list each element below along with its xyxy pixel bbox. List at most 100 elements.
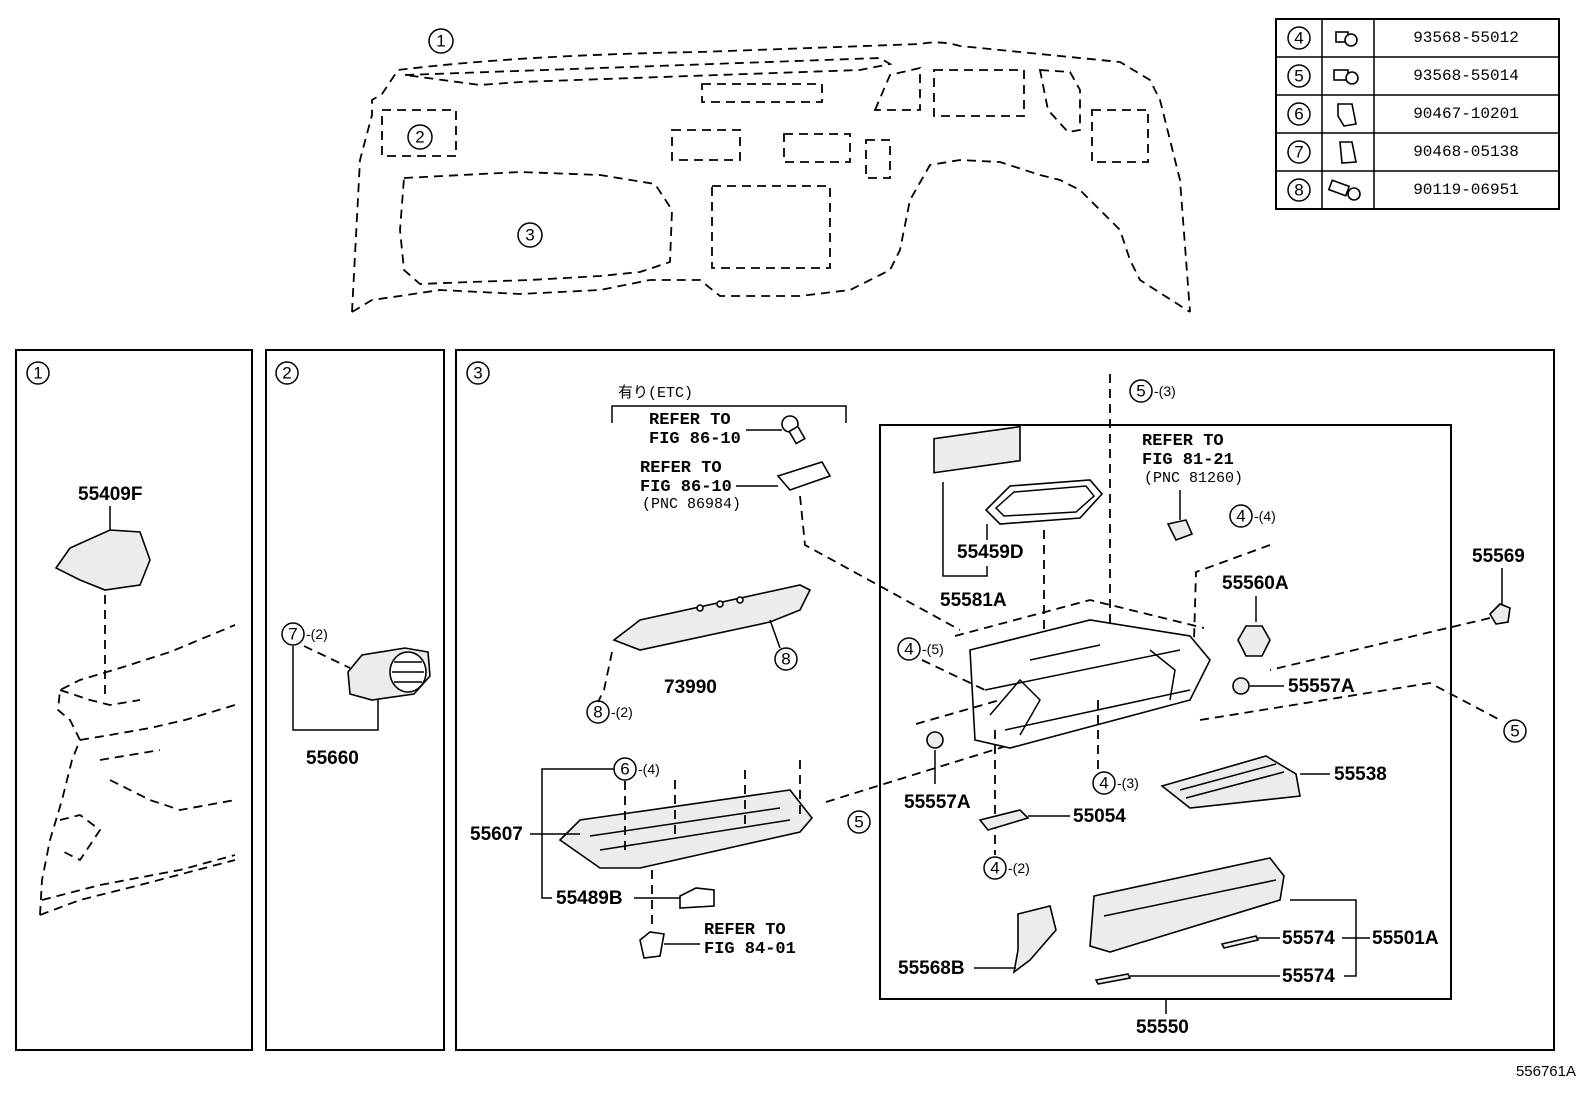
illustration-code: 556761A xyxy=(1516,1063,1576,1080)
callout-4-qty2: 4 -(2) xyxy=(983,856,1030,880)
detail-panel-1: 1 55409F xyxy=(15,349,253,1051)
overview-callout-1 xyxy=(428,28,454,54)
svg-text:4: 4 xyxy=(904,640,913,659)
panel-1-ref: 1 xyxy=(33,364,42,383)
panel-1-frame xyxy=(15,349,253,1051)
part-55574-b xyxy=(1094,973,1132,985)
panel-lower-edge xyxy=(351,159,1191,313)
audio-unit-outline xyxy=(711,185,831,269)
part-55557A-right xyxy=(1232,677,1250,695)
part-55660 xyxy=(347,647,431,701)
flange-bolt-icon xyxy=(1333,69,1359,85)
svg-text:8: 8 xyxy=(781,650,790,669)
overview-callout-1-label: 1 xyxy=(436,32,445,51)
detail-panel-2: 2 7 -(2) 55660 xyxy=(265,349,445,1051)
right-side-outline xyxy=(1038,69,1081,133)
leader-55660 xyxy=(292,646,379,731)
leader-55581A xyxy=(942,482,988,577)
svg-text:-(2): -(2) xyxy=(611,704,633,720)
fastener-part-number: 90119-06951 xyxy=(1413,181,1519,199)
svg-text:5: 5 xyxy=(1136,382,1145,401)
callout-5: 5 xyxy=(1503,719,1527,743)
part-55607 xyxy=(558,789,814,869)
part-label-55459D: 55459D xyxy=(957,542,1024,563)
etc-bolt xyxy=(781,415,806,445)
svg-text:7: 7 xyxy=(288,625,297,644)
instrument-panel-overview: 1 2 3 xyxy=(351,28,1191,313)
svg-text:-(5): -(5) xyxy=(922,641,944,657)
panel-2-frame xyxy=(265,349,445,1051)
part-55501A xyxy=(1089,857,1285,953)
part-label-55574-a: 55574 xyxy=(1282,928,1335,949)
svg-text:4: 4 xyxy=(1236,507,1245,526)
part-label-55501A: 55501A xyxy=(1372,928,1439,949)
svg-text:8: 8 xyxy=(593,703,602,722)
overview-callout-3-label: 3 xyxy=(525,226,534,245)
refer-to-fig: FIG 86-10 xyxy=(640,478,732,497)
part-label-55409F: 55409F xyxy=(78,484,142,505)
svg-text:7: 7 xyxy=(1294,143,1303,162)
etc-bracket xyxy=(611,405,847,423)
fastener-part-number: 90467-10201 xyxy=(1413,105,1519,123)
upper-pad-outline xyxy=(404,57,893,86)
callout-4-qty3: 4 -(3) xyxy=(1092,771,1139,795)
part-label-55574-b: 55574 xyxy=(1282,966,1335,987)
svg-text:6: 6 xyxy=(1294,105,1303,124)
right-vent-outline xyxy=(1091,109,1149,163)
area-3-outline xyxy=(399,171,673,285)
fastener-row: 8 90119-06951 xyxy=(1287,178,1519,202)
refer-to-fig: FIG 86-10 xyxy=(649,430,741,449)
svg-text:4: 4 xyxy=(1099,774,1108,793)
callout-6-qty4: 6 -(4) xyxy=(613,757,660,781)
part-label-55560A: 55560A xyxy=(1222,573,1289,594)
part-55569 xyxy=(1488,603,1511,625)
part-55489B xyxy=(679,887,715,909)
callout-7-qty2: 7 -(2) xyxy=(281,622,328,646)
overview-callout-3 xyxy=(517,222,543,248)
label-pad xyxy=(933,425,1021,474)
part-55557A-left xyxy=(926,731,944,749)
refer-to-fig: FIG 84-01 xyxy=(704,940,796,959)
lock-clip xyxy=(639,931,665,959)
callout-4-qty5: 4 -(5) xyxy=(897,637,944,661)
clip-icon xyxy=(1339,141,1357,164)
svg-text:5: 5 xyxy=(1510,722,1519,741)
area-2-outline xyxy=(381,109,457,157)
flange-bolt-icon xyxy=(1335,31,1358,47)
callout-8-qty2: 8 -(2) xyxy=(586,700,633,724)
part-label-55568B: 55568B xyxy=(898,958,965,979)
etc-bracket-part xyxy=(776,461,832,491)
refer-to-label: REFER TO xyxy=(649,411,731,430)
part-55409F xyxy=(54,529,151,591)
refer-to-label: REFER TO xyxy=(1142,432,1224,451)
svg-text:-(3): -(3) xyxy=(1154,383,1176,399)
fastener-row: 5 93568-55014 xyxy=(1287,64,1519,88)
refer-to-label: REFER TO xyxy=(704,921,786,940)
part-55459D xyxy=(984,479,1104,525)
fastener-row: 6 90467-10201 xyxy=(1287,102,1519,127)
svg-text:-(2): -(2) xyxy=(1008,860,1030,876)
left-center-vent-outline xyxy=(671,129,741,161)
fastener-table: 4 93568-55012 5 93568-55014 6 90467-1020… xyxy=(1275,18,1560,210)
svg-text:-(4): -(4) xyxy=(1254,508,1276,524)
fastener-part-number: 93568-55012 xyxy=(1413,29,1519,47)
panel-outline xyxy=(351,41,1191,313)
part-label-55557A-right: 55557A xyxy=(1288,676,1355,697)
svg-text:-(3): -(3) xyxy=(1117,775,1139,791)
part-label-55569: 55569 xyxy=(1472,546,1525,567)
part-73990 xyxy=(612,584,812,651)
svg-text:5: 5 xyxy=(1294,67,1303,86)
part-label-55557A-left: 55557A xyxy=(904,792,971,813)
svg-text:4: 4 xyxy=(990,859,999,878)
part-label-55660: 55660 xyxy=(306,748,359,769)
part-55568B xyxy=(1012,905,1057,974)
right-center-vent-outline xyxy=(783,133,851,163)
svg-text:-(4): -(4) xyxy=(638,761,660,777)
bolt-icon xyxy=(1327,179,1361,201)
callout-5: 5 xyxy=(847,810,871,834)
part-label-55607: 55607 xyxy=(470,824,523,845)
panel-2-ref: 2 xyxy=(282,364,291,383)
part-label-55550: 55550 xyxy=(1136,1017,1189,1038)
etc-label: 有り(ETC) xyxy=(618,384,693,402)
